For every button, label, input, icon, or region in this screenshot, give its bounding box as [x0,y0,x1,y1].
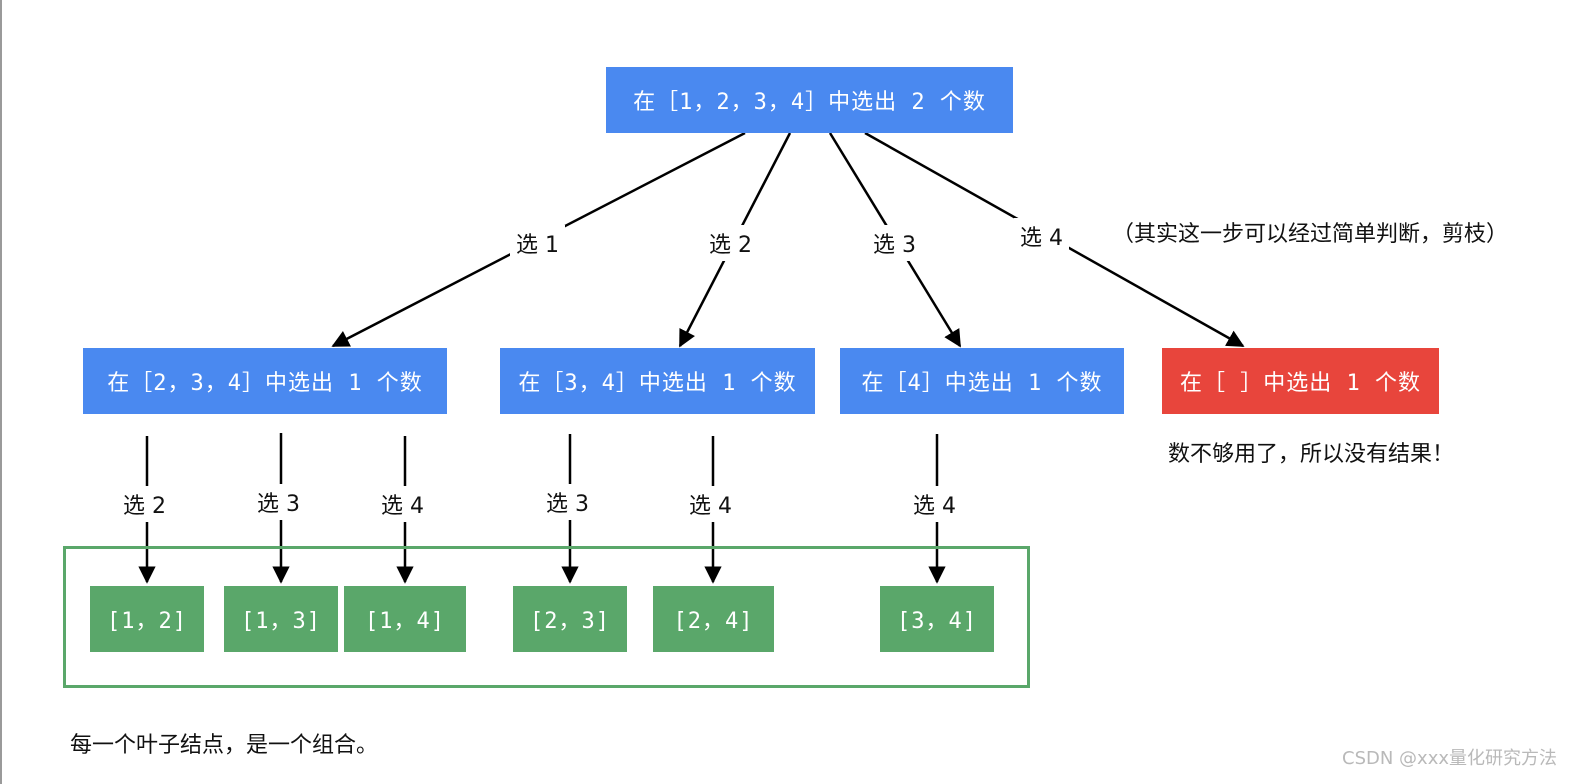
leaf-group-frame [63,546,1030,688]
no-result-note: 数不够用了，所以没有结果！ [1168,442,1455,467]
leaf-node: [2，4] [653,586,774,652]
root-node: 在［1，2，3，4］中选出 2 个数 [606,67,1013,133]
leaf-node: [1，4] [344,586,466,652]
edge-label-choose-3: 选 3 [540,484,595,520]
edge-label-choose-4: 选 4 [1014,218,1069,254]
level1-node-empty: 在［ ］中选出 1 个数 [1162,348,1439,414]
edge-label-choose-4: 选 4 [375,486,430,522]
leaf-node: [1，2] [90,586,204,652]
edge-label-choose-2: 选 2 [703,225,758,261]
leaf-caption: 每一个叶子结点，是一个组合。 [70,733,379,758]
edge-label-choose-1: 选 1 [510,225,565,261]
edge-label-choose-3: 选 3 [251,484,306,520]
edge-label-choose-2: 选 2 [117,486,172,522]
left-border [0,0,2,784]
edge-label-choose-4: 选 4 [683,486,738,522]
leaf-node: [2，3] [513,586,627,652]
level1-node-1: 在［2，3，4］中选出 1 个数 [83,348,447,414]
edge-label-choose-3: 选 3 [867,225,922,261]
prune-note: （其实这一步可以经过简单判断，剪枝） [1112,222,1509,247]
edge-label-choose-4: 选 4 [907,486,962,522]
level1-node-3: 在［4］中选出 1 个数 [840,348,1124,414]
watermark: CSDN @xxx量化研究方法 [1342,748,1557,769]
leaf-node: [1，3] [224,586,338,652]
level1-node-2: 在［3，4］中选出 1 个数 [500,348,815,414]
leaf-node: [3，4] [880,586,994,652]
